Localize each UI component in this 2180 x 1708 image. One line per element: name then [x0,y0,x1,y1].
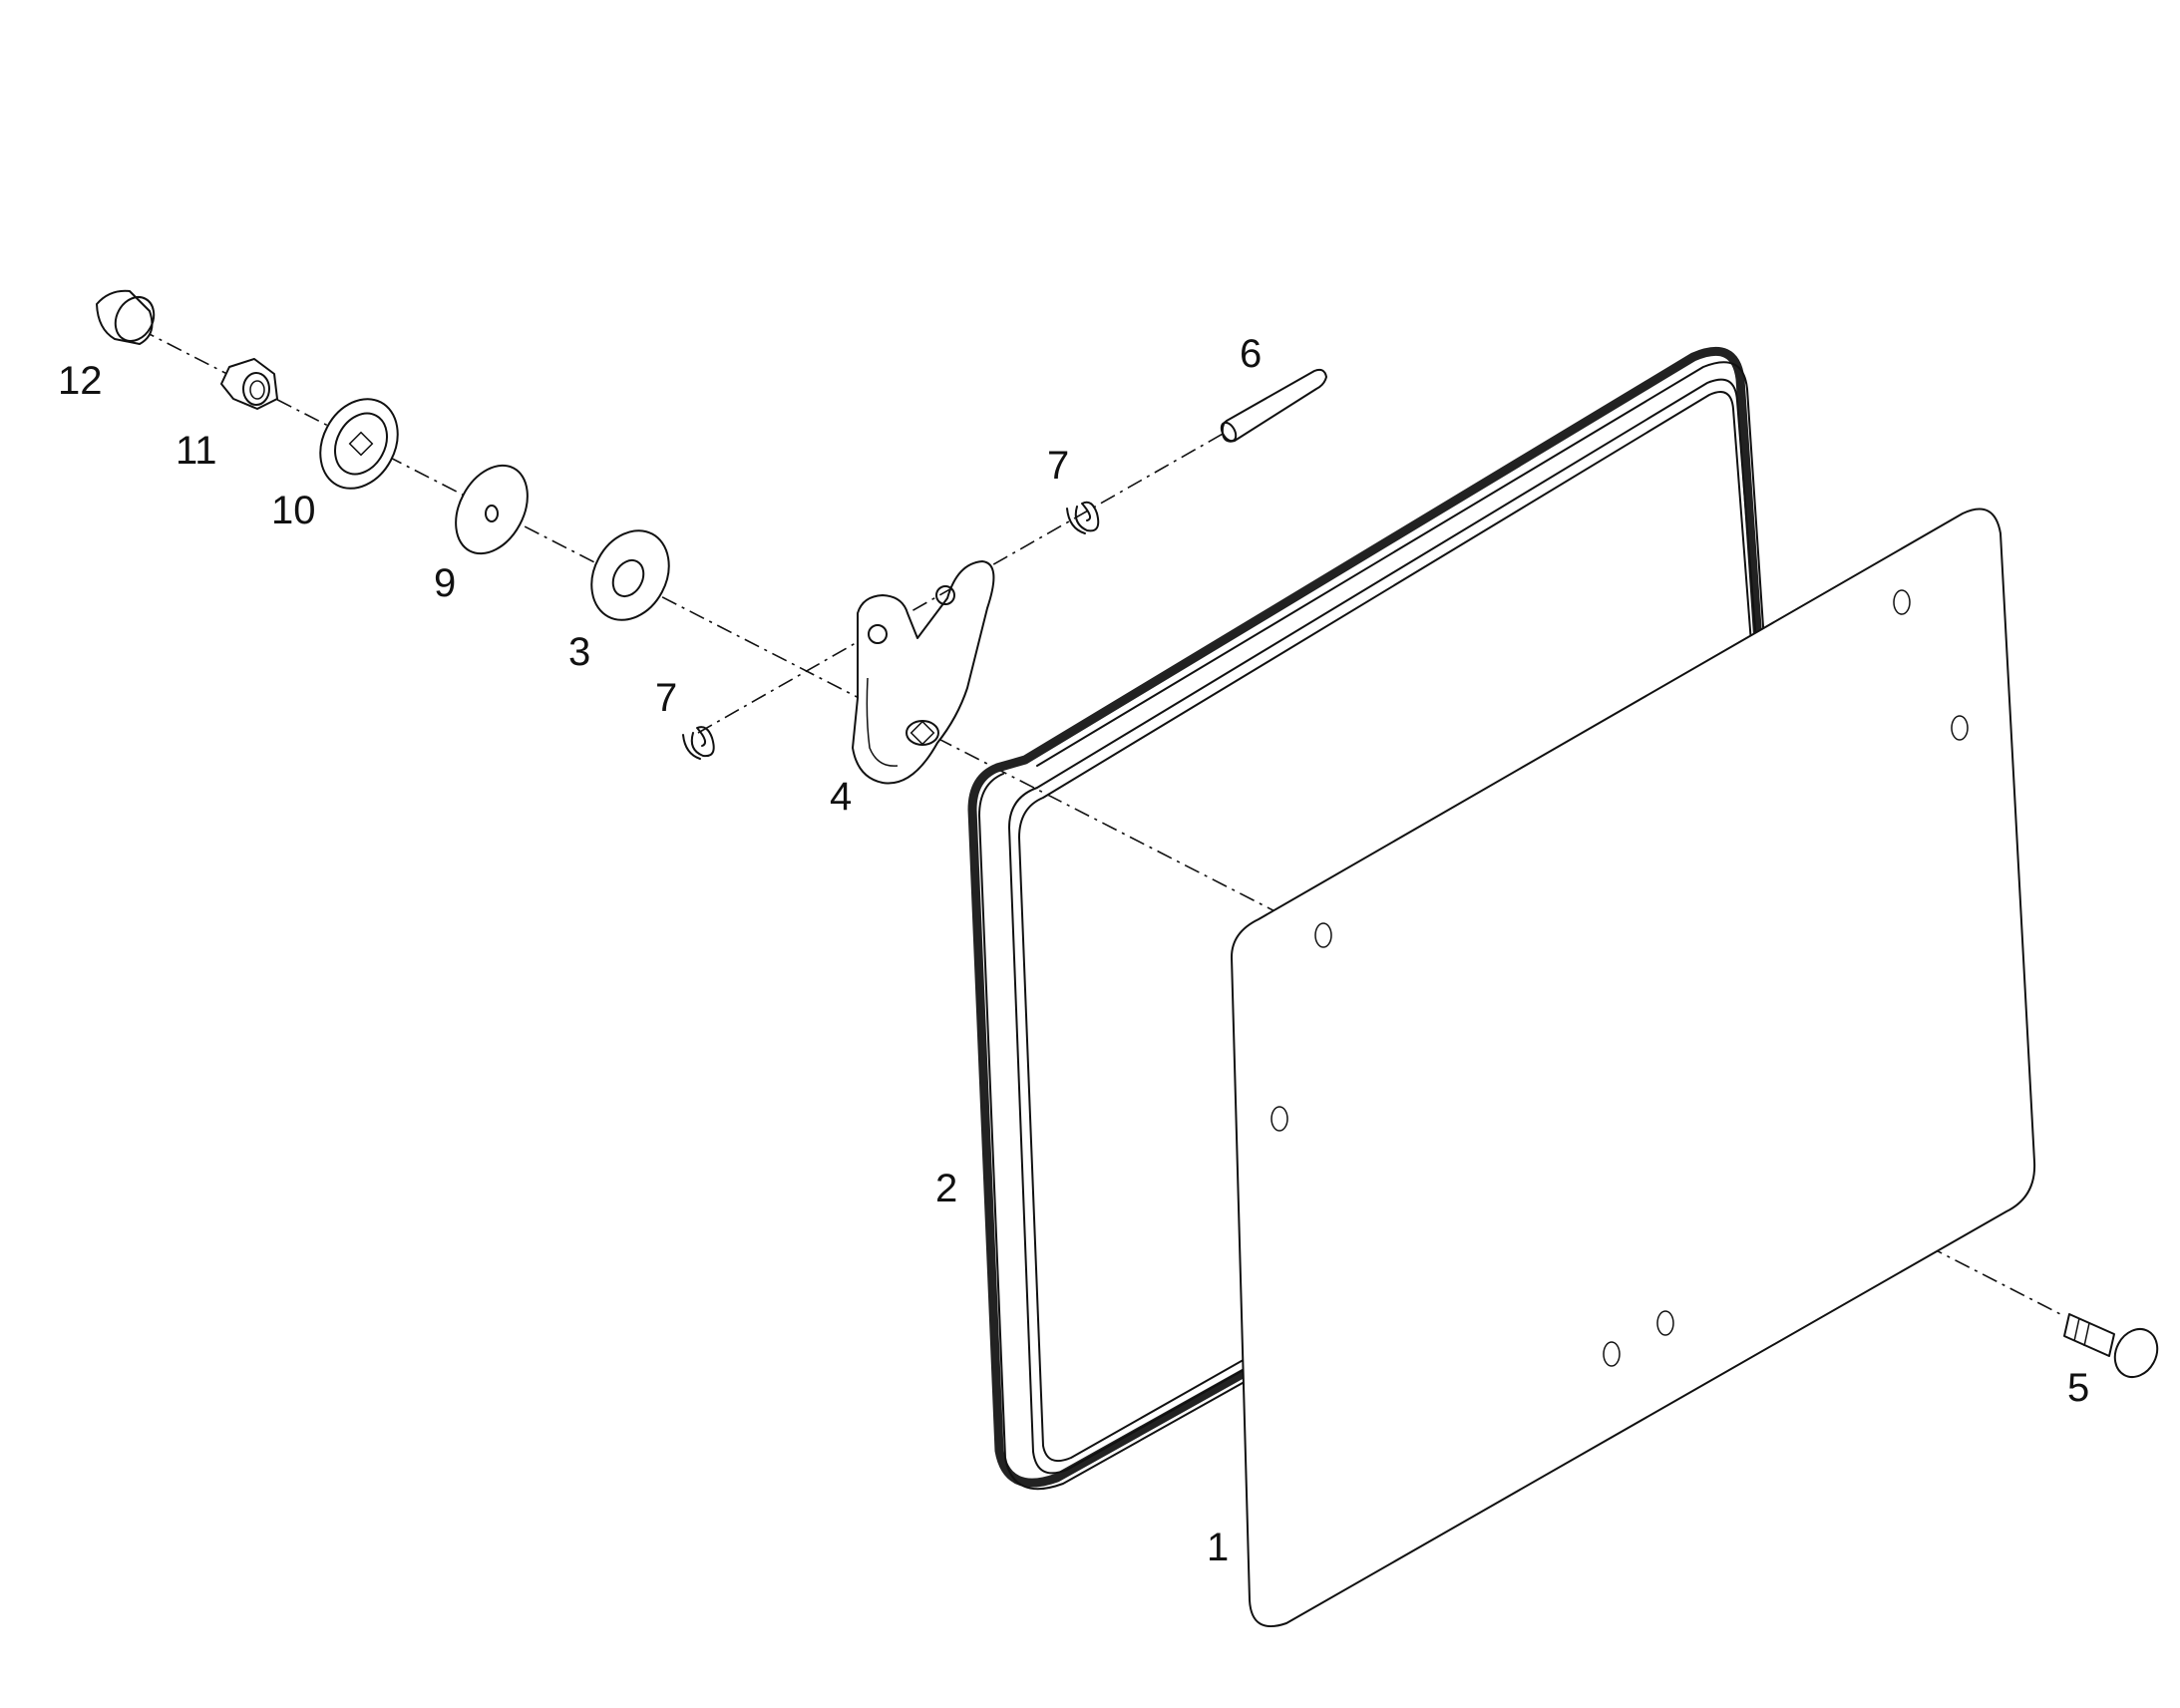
washer-10-square-hole [348,431,374,457]
plate-hole-3 [1951,715,1969,741]
cap-opening [114,296,156,342]
hinge-body [852,560,995,785]
hinge-inner-edge [866,677,899,767]
clip-upper-body [1074,501,1100,532]
part-12-cap [96,289,156,345]
washer-10-outer [319,398,399,490]
clip-upper-loop [1066,508,1086,534]
callout-9: 9 [434,561,456,605]
part-9-washer [455,464,529,555]
pin-body [1221,368,1327,443]
washer-inner [611,558,645,598]
axis-line-pin [697,428,1233,734]
knob-head [2113,1328,2159,1378]
callout-4: 4 [830,775,852,819]
part-7-clip-lower [682,726,715,760]
callout-5: 5 [2067,1366,2089,1410]
knob-shaft-ring-1 [2073,1317,2080,1342]
part-4-hinge-bracket [852,560,995,785]
plate-hole-2 [1893,589,1911,615]
plate-hole-6 [1656,1310,1674,1336]
washer-9-outer [455,464,529,555]
part-6-pin [1220,368,1327,443]
callout-10: 10 [271,489,316,532]
nut-hex [220,358,278,410]
part-3-washer [590,529,670,621]
part-1-plate [1231,508,2036,1628]
nut-bore [242,372,270,406]
plate-hole-1 [1314,922,1332,948]
washer-10-ring [334,412,388,476]
knob-shaft [2063,1313,2115,1357]
pin-end [1220,421,1238,443]
hinge-pin-hole-right [935,585,955,605]
cap-body [96,289,154,345]
washer-outer [590,529,670,621]
part-11-hex-nut [220,358,278,410]
hinge-pin-hole-left [868,624,888,644]
callout-labels: 1 2 3 4 5 6 7 7 9 10 11 12 [58,332,2089,1569]
callout-2: 2 [935,1167,957,1210]
clip-lower-body [690,726,715,758]
hinge-square-hole [909,720,935,746]
clip-lower-loop [682,734,701,760]
plate-hole-4 [1271,1106,1288,1132]
plate-hole-5 [1603,1341,1621,1367]
plate-outline [1231,508,2036,1628]
callout-6: 6 [1240,332,1262,376]
part-10-square-washer [319,398,399,490]
nut-bore-inner [249,380,265,400]
part-7-clip-upper [1066,501,1100,534]
callout-7-lower: 7 [655,676,677,720]
knob-shaft-ring-2 [2083,1322,2090,1347]
callout-1: 1 [1207,1526,1229,1569]
washer-9-inner [485,505,499,522]
callout-7-upper: 7 [1047,444,1069,488]
part-5-knob [2063,1313,2159,1378]
callout-3: 3 [568,630,590,674]
callout-11: 11 [176,429,217,473]
callout-12: 12 [58,359,103,403]
